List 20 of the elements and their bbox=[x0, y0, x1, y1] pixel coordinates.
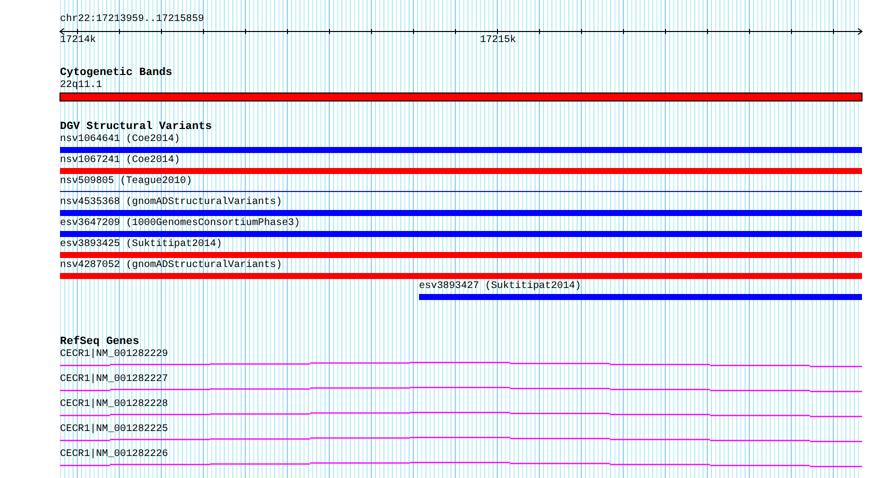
track-title: Cytogenetic Bands bbox=[60, 67, 172, 79]
transcript-label: CECR1|NM_001282227 bbox=[60, 374, 168, 386]
scale-label: 17215k bbox=[480, 35, 516, 47]
track-title: DGV Structural Variants bbox=[60, 121, 212, 133]
region-coordinates: chr22:17213959..17215859 bbox=[60, 14, 204, 26]
variant-label: nsv4287052 (gnomADStructuralVariants) bbox=[60, 260, 282, 272]
variant-label: esv3647209 (1000GenomesConsortiumPhase3) bbox=[60, 218, 300, 230]
band-label: 22q11.1 bbox=[60, 80, 102, 92]
variant-label: nsv509805 (Teague2010) bbox=[60, 176, 192, 188]
transcript-label: CECR1|NM_001282228 bbox=[60, 399, 168, 411]
variant-label: esv3893425 (Suktitipat2014) bbox=[60, 239, 222, 251]
scale-label: 17214k bbox=[60, 35, 96, 47]
variant-label: esv3893427 (Suktitipat2014) bbox=[419, 281, 582, 293]
transcript-label: CECR1|NM_001282226 bbox=[60, 449, 168, 461]
variant-label: nsv1064641 (Coe2014) bbox=[60, 134, 180, 146]
variant-label: nsv4535368 (gnomADStructuralVariants) bbox=[60, 197, 282, 209]
transcript-label: CECR1|NM_001282225 bbox=[60, 424, 168, 436]
transcript-label: CECR1|NM_001282229 bbox=[60, 349, 168, 361]
variant-label: nsv1067241 (Coe2014) bbox=[60, 155, 180, 167]
track-title: RefSeq Genes bbox=[60, 336, 140, 348]
